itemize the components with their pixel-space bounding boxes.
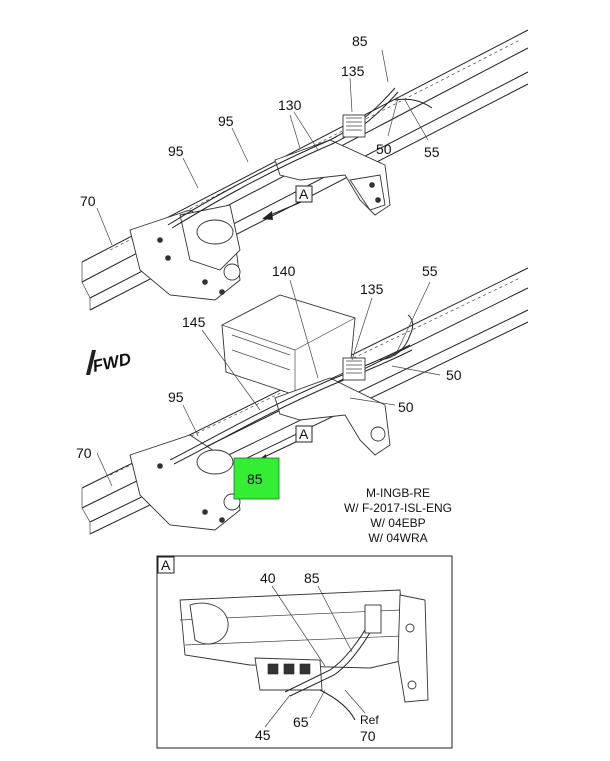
top-callout-95a: 95 (218, 113, 234, 129)
mid-view-ref-box (295, 425, 313, 443)
mid-callout-145: 145 (182, 314, 206, 330)
top-callout-55: 55 (424, 144, 440, 160)
top-callout-130: 130 (278, 97, 302, 113)
mid-callout-135: 135 (360, 281, 384, 297)
detail-callout-70: 70 (360, 728, 376, 744)
mid-callout-95: 95 (168, 389, 184, 405)
fwd-label: FWD (91, 349, 133, 376)
note-line-2: W/ F-2017-ISL-ENG (344, 501, 452, 515)
top-callout-135: 135 (341, 63, 365, 79)
detail-callout-85: 85 (304, 570, 320, 586)
highlighted-part-85[interactable] (233, 457, 280, 500)
top-view-ref-label: A (299, 186, 309, 202)
top-view-ref-box (295, 185, 313, 203)
top-callout-95b: 95 (168, 143, 184, 159)
detail-callout-45: 45 (255, 727, 271, 743)
highlighted-part-label: 85 (247, 471, 263, 487)
note-line-1: M-INGB-RE (366, 486, 430, 500)
note-line-4: W/ 04WRA (368, 531, 427, 545)
mid-callout-50b: 50 (398, 399, 414, 415)
mid-callout-70: 70 (76, 445, 92, 461)
detail-callout-65: 65 (293, 714, 309, 730)
mid-frame-assembly (81, 267, 529, 535)
detail-a-drawing (179, 585, 429, 728)
top-callout-50: 50 (376, 141, 392, 157)
mid-callout-50a: 50 (446, 367, 462, 383)
mid-callout-55: 55 (422, 263, 438, 279)
top-frame-assembly (81, 29, 529, 311)
top-callout-85: 85 (352, 33, 368, 49)
detail-callout-40: 40 (260, 570, 276, 586)
note-line-3: W/ 04EBP (370, 516, 425, 530)
detail-ref-label: Ref (360, 713, 379, 727)
detail-a-title-box (157, 556, 175, 574)
mid-view-ref-label: A (299, 426, 309, 442)
detail-a-title: A (161, 557, 171, 573)
mid-callout-140: 140 (272, 263, 296, 279)
top-callout-70: 70 (80, 193, 96, 209)
